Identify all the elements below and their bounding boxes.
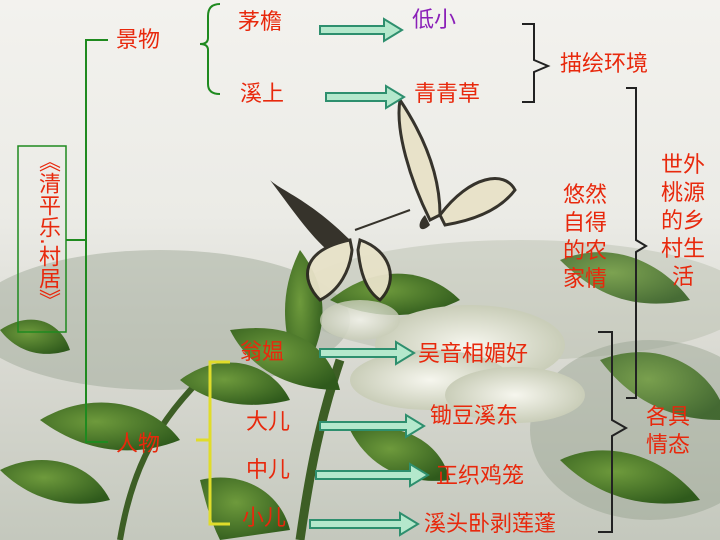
people-subject: 中儿 xyxy=(246,458,291,483)
arrow-maoyan xyxy=(319,17,404,43)
summary-environment: 描绘环境 xyxy=(560,52,649,77)
states-bracket xyxy=(598,331,629,533)
title-frame xyxy=(17,145,67,333)
scenery-subject: 溪上 xyxy=(240,82,285,107)
scenery-result: 青青草 xyxy=(414,82,481,107)
arrow-wengao xyxy=(319,340,416,366)
people-subject: 翁媪 xyxy=(240,340,285,365)
people-result: 正织鸡笼 xyxy=(436,464,525,489)
people-subject: 小儿 xyxy=(242,506,287,531)
environment-bracket xyxy=(522,23,551,103)
butterfly-left xyxy=(270,180,411,302)
people-bracket xyxy=(208,360,230,526)
branch-people: 人物 xyxy=(116,432,161,457)
root-bracket xyxy=(85,39,108,443)
branch-scenery: 景物 xyxy=(116,28,161,53)
people-subject: 大儿 xyxy=(246,410,291,435)
scenery-subject: 茅檐 xyxy=(238,10,283,35)
scenery-bracket xyxy=(199,3,221,95)
utopia-bracket xyxy=(626,87,648,399)
people-result: 溪头卧剥莲蓬 xyxy=(424,512,557,537)
arrow-xiaoer xyxy=(309,511,420,537)
summary-states: 各具情态 xyxy=(645,405,690,458)
arrow-daer xyxy=(319,413,426,439)
people-result: 吴音相媚好 xyxy=(418,342,529,367)
scenery-result: 低小 xyxy=(412,8,457,33)
people-result: 锄豆溪东 xyxy=(430,404,519,429)
poem-title: 《清平乐.村居》 xyxy=(35,150,60,311)
summary-utopia: 世外桃源的乡村生活 xyxy=(660,153,705,290)
arrow-zhonger xyxy=(315,462,430,488)
butterfly-right xyxy=(397,96,517,230)
arrow-xishang xyxy=(325,84,406,110)
summary-farmer-mood: 悠然自得的农家情 xyxy=(562,183,607,292)
